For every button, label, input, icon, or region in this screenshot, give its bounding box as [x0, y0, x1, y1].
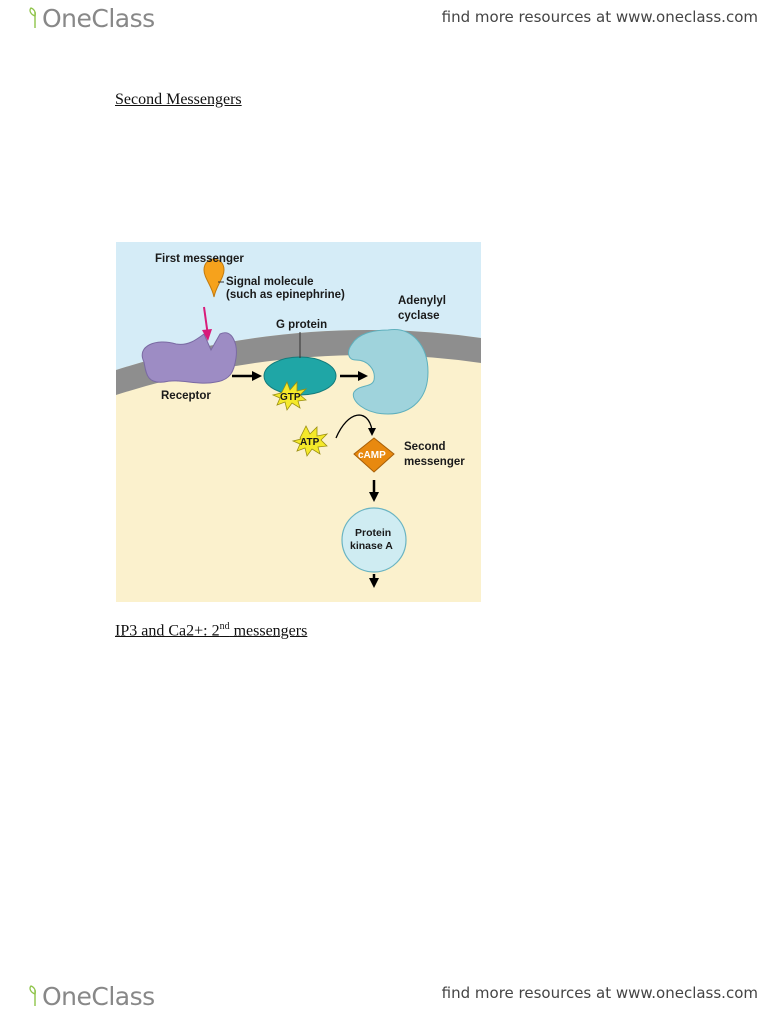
- leaf-icon: [28, 7, 42, 29]
- label-second-messenger-2: messenger: [404, 456, 465, 468]
- label-protein-kinase-2: kinase A: [350, 540, 393, 552]
- label-g-protein: G protein: [276, 319, 327, 331]
- label-signal-molecule-1: Signal molecule: [226, 276, 314, 288]
- label-atp: ATP: [300, 437, 320, 448]
- section-heading-ip3-ca2: IP3 and Ca2+: 2nd messengers: [115, 621, 307, 640]
- label-adenylyl-2: cyclase: [398, 310, 440, 322]
- label-second-messenger-1: Second: [404, 441, 446, 453]
- brand-name: OneClass: [42, 4, 155, 33]
- brand-name: OneClass: [42, 982, 155, 1011]
- oneclass-logo-footer[interactable]: OneClass: [28, 978, 155, 1014]
- label-adenylyl-1: Adenylyl: [398, 295, 446, 307]
- heading-ip3-superscript: nd: [220, 621, 230, 632]
- label-signal-molecule-2: (such as epinephrine): [226, 289, 345, 301]
- header-tagline[interactable]: find more resources at www.oneclass.com: [442, 8, 758, 26]
- label-receptor: Receptor: [161, 390, 211, 402]
- heading-ip3-suffix: messengers: [230, 622, 308, 639]
- label-camp: cAMP: [358, 450, 386, 461]
- label-protein-kinase-1: Protein: [355, 527, 391, 539]
- oneclass-logo[interactable]: OneClass: [28, 0, 155, 36]
- signaling-diagram: First messenger Signal molecule (such as…: [116, 242, 481, 602]
- page-header: OneClass find more resources at www.onec…: [0, 0, 784, 40]
- heading-ip3-prefix: IP3 and Ca2+: 2: [115, 622, 220, 639]
- section-heading-second-messengers: Second Messengers: [115, 91, 242, 109]
- page-footer: OneClass find more resources at www.onec…: [0, 976, 784, 1016]
- g-protein: [264, 357, 336, 395]
- label-first-messenger: First messenger: [155, 253, 244, 265]
- camp-signaling-figure: First messenger Signal molecule (such as…: [116, 242, 481, 602]
- leaf-icon: [28, 985, 42, 1007]
- footer-tagline[interactable]: find more resources at www.oneclass.com: [442, 984, 758, 1002]
- label-gtp: GTP: [280, 392, 301, 403]
